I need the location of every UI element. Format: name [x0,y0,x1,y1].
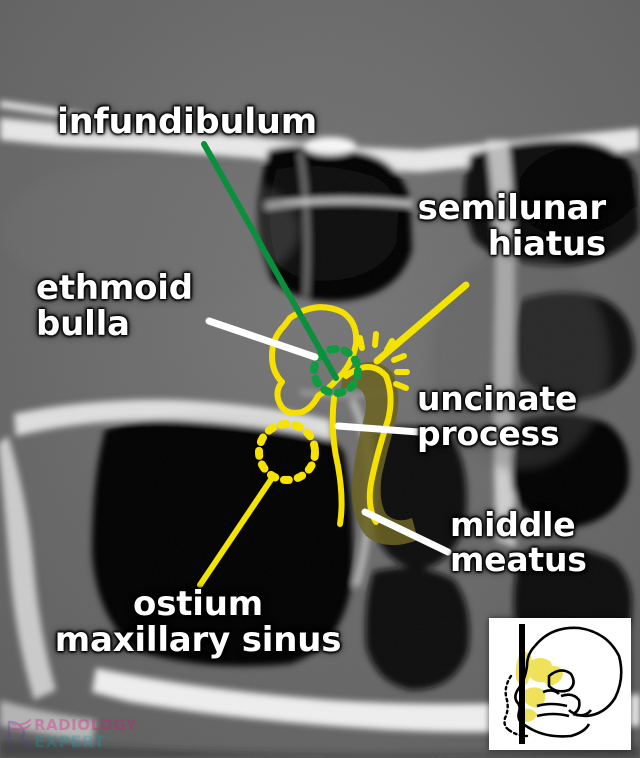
leader-infundibulum [201,141,339,381]
semilunar-hiatus-dash-burst [357,331,410,391]
infundibulum-dotted-circle [310,345,362,397]
leader-ostium-maxillary-sinus [197,475,275,588]
inset-dotted-contour [503,674,529,738]
maxillary-ostium-dotted-circle [255,420,319,484]
uncinate-process-outline-inner [329,395,345,527]
leader-uncinate-process [334,422,422,436]
leader-ethmoid-bulla [205,317,319,361]
leader-middle-meatus [361,508,452,556]
ethmoid-bulla-outline [269,304,360,416]
leader-semilunar-hiatus [373,281,470,365]
uncinate-process-outline [343,364,394,525]
lateral-skull-diagram [489,618,631,750]
slice-locator-inset [489,618,631,750]
inset-skull-outline [514,626,623,738]
